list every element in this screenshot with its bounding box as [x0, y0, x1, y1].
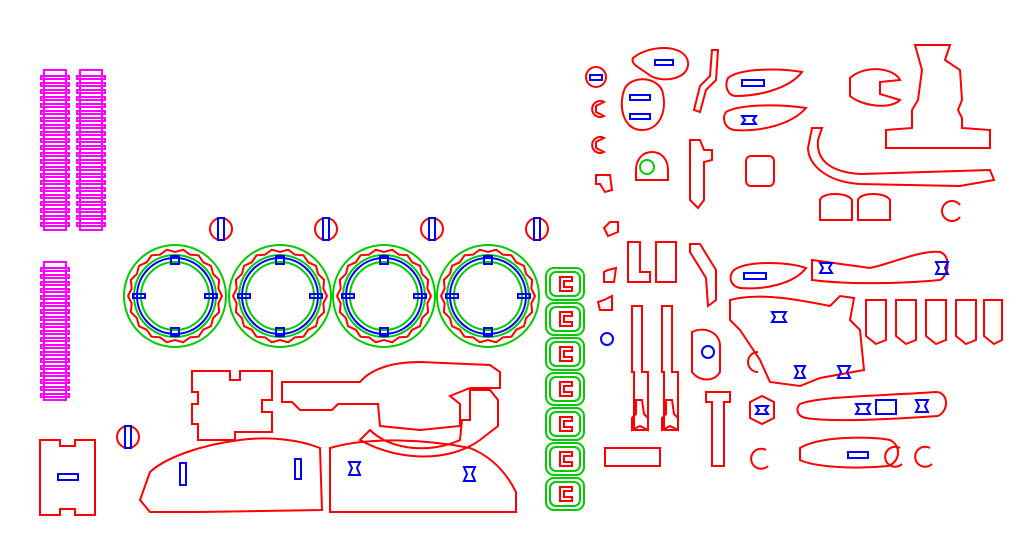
blade-2: [800, 438, 898, 468]
c-clip-6: [885, 447, 902, 467]
u-bracket: [605, 448, 660, 466]
knob-5: [117, 426, 139, 448]
t-post: [706, 392, 730, 466]
hook-j-2: [604, 268, 616, 282]
c-clip-7: [915, 447, 932, 467]
side-plate: [40, 440, 95, 515]
slot-a: [180, 463, 186, 485]
bone-slot-b: [464, 467, 475, 481]
long-z: [690, 244, 716, 306]
f-clip-3: [926, 300, 946, 344]
spacer-3: [546, 338, 584, 370]
hook-j-1: [604, 222, 618, 236]
base-right: [330, 440, 516, 512]
spacer-5: [546, 408, 584, 440]
bracket-1: [628, 242, 650, 282]
wing-3: [731, 263, 806, 288]
rack-bar: [690, 140, 712, 208]
wrench-2: [662, 400, 678, 430]
knob-3: [421, 218, 443, 240]
spacer-column: [546, 268, 584, 510]
teardrop-1: [632, 48, 688, 79]
stand-frame: [886, 45, 990, 148]
spacer-6: [546, 443, 584, 475]
knob-row: [117, 218, 548, 448]
gear-ring-2: [229, 245, 331, 347]
c-clip-4: [748, 352, 758, 372]
cup-1: [820, 194, 852, 220]
long-blade: [798, 392, 947, 420]
teardrop-2: [622, 79, 664, 130]
knob-4: [526, 218, 548, 240]
pulley-bracket: [692, 330, 720, 380]
f-clip-1: [866, 300, 886, 344]
gear-rack-group: [41, 70, 105, 400]
spacer-7: [546, 478, 584, 510]
step-arm: [596, 175, 612, 192]
ring-hole: [640, 160, 654, 174]
base-assembly: [140, 362, 516, 512]
spacer-2: [546, 303, 584, 335]
linkage-frame: [730, 296, 864, 386]
arch-piece: [636, 152, 668, 180]
cup-2: [858, 194, 890, 220]
saddle-plate: [360, 390, 498, 457]
gear-ring-1: [124, 245, 226, 347]
gear-ring-3: [333, 245, 435, 347]
hex-nut: [750, 396, 774, 424]
washer: [601, 333, 613, 345]
hook-c-2: [592, 137, 604, 153]
rod-2: [662, 306, 678, 430]
knob-2: [315, 218, 337, 240]
crossbar-arm: [282, 362, 500, 430]
hook-c-1: [592, 101, 604, 117]
gear-rack-2: [77, 70, 105, 230]
f-clip-5: [984, 300, 1002, 344]
gear-ring-group: [124, 245, 539, 347]
c-clip-5: [751, 449, 768, 469]
right-parts: [586, 45, 1002, 469]
cylinder: [746, 156, 774, 186]
z-link: [694, 50, 718, 112]
frame-plate-left: [192, 371, 272, 440]
bone-slot-a: [349, 462, 360, 475]
gear-rack-1: [41, 70, 69, 230]
bracket-2: [656, 242, 676, 282]
wrench-group: [632, 400, 678, 430]
wing-2: [724, 105, 806, 130]
gear-ring-4: [437, 245, 539, 347]
f-clip-2: [896, 300, 916, 344]
wing-1: [726, 70, 802, 96]
wrench-1: [632, 400, 648, 430]
knob-1: [210, 218, 232, 240]
spacer-1: [546, 268, 584, 300]
claw-piece: [850, 69, 900, 106]
rod-1: [632, 306, 648, 430]
spacer-4: [546, 373, 584, 405]
hook-c-3: [942, 201, 960, 221]
gear-rack-3: [41, 262, 69, 400]
clip-small: [586, 67, 606, 87]
long-lever: [808, 128, 994, 186]
hook-j-3: [598, 296, 612, 310]
base-left: [140, 438, 322, 512]
long-tongue: [812, 252, 948, 283]
slot-b: [295, 459, 301, 479]
f-clip-4: [956, 300, 976, 344]
